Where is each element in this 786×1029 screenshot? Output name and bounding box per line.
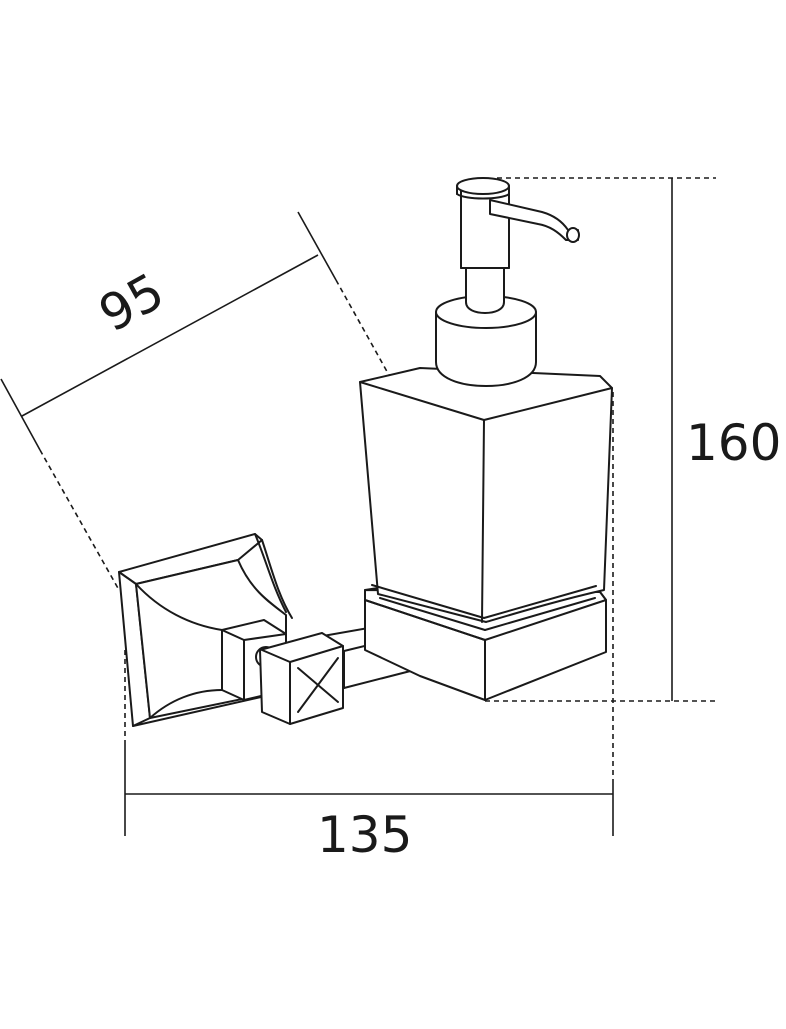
- width-dimension: 135: [124, 392, 614, 864]
- arm-end-cap: [259, 632, 344, 725]
- height-dimension-label: 160: [686, 414, 781, 472]
- depth-dimension-line: [21, 254, 319, 417]
- dispenser-bottle: [359, 367, 613, 623]
- pump-head: [456, 177, 580, 243]
- pump-stem: [460, 187, 510, 314]
- height-dimension: 160: [485, 177, 781, 702]
- width-dimension-label: 135: [317, 806, 412, 864]
- depth-dimension-label: 95: [90, 262, 174, 344]
